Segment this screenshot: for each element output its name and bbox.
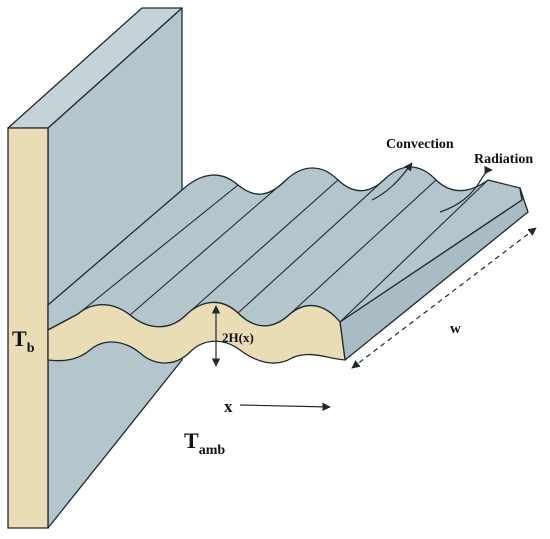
base-temperature-label: Tb: [12, 326, 35, 356]
thickness-label: 2H(x): [222, 330, 254, 345]
width-dimension-arrow: [351, 227, 537, 369]
x-axis-label: x: [224, 397, 233, 416]
radiation-arrow: [439, 165, 493, 213]
radiation-label: Radiation: [474, 152, 533, 167]
ambient-temperature-label: Tamb: [184, 428, 225, 458]
width-label: w: [450, 321, 461, 337]
fin-cross-section: [47, 301, 346, 364]
convection-arrow: [371, 162, 413, 201]
x-direction-arrow: [239, 402, 331, 412]
convection-label: Convection: [386, 137, 454, 152]
wall-cross-section: [7, 127, 49, 529]
